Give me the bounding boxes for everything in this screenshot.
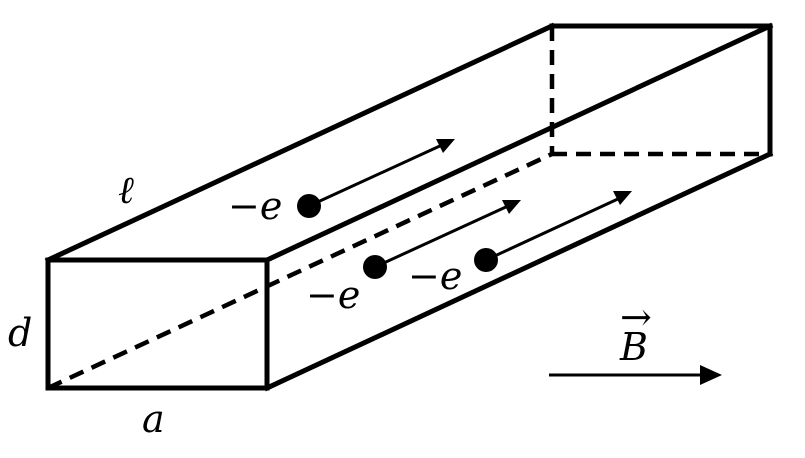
electron-1-dot [297,194,321,218]
bottom-right-long-edge [263,150,774,392]
electron-3-velocity-arrow [485,196,621,262]
electron-1-velocity-arrow [308,143,443,208]
visible-edges [44,22,774,392]
top-right-long-edge [263,22,774,264]
electron-3-arrow-head [613,191,632,205]
electron-1-arrow-head [436,139,455,153]
hidden-edges [47,26,770,391]
length-label: ℓ [118,168,134,212]
electron-2-dot [363,255,387,279]
width-label: a [142,397,165,441]
electron-2-charge-label: −e [306,273,360,317]
hidden-edge-back-diagonal [47,151,553,391]
electron-3-charge-label: −e [408,254,462,298]
field-label: B [619,325,648,369]
electron-3: −e [408,191,632,298]
top-left-long-edge [44,22,556,264]
depth-label: d [8,311,32,355]
electron-1-charge-label: −e [228,184,282,228]
electron-2: −e [306,200,521,317]
electron-1: −e [228,139,455,228]
electron-2-velocity-arrow [374,204,509,269]
field-vector-arrow: → [620,295,652,339]
magnetic-field-indicator: → B [549,295,722,385]
field-direction-arrow-head [700,365,722,385]
front-face [45,257,270,391]
electron-3-dot [474,248,498,272]
electron-2-arrow-head [502,200,521,214]
